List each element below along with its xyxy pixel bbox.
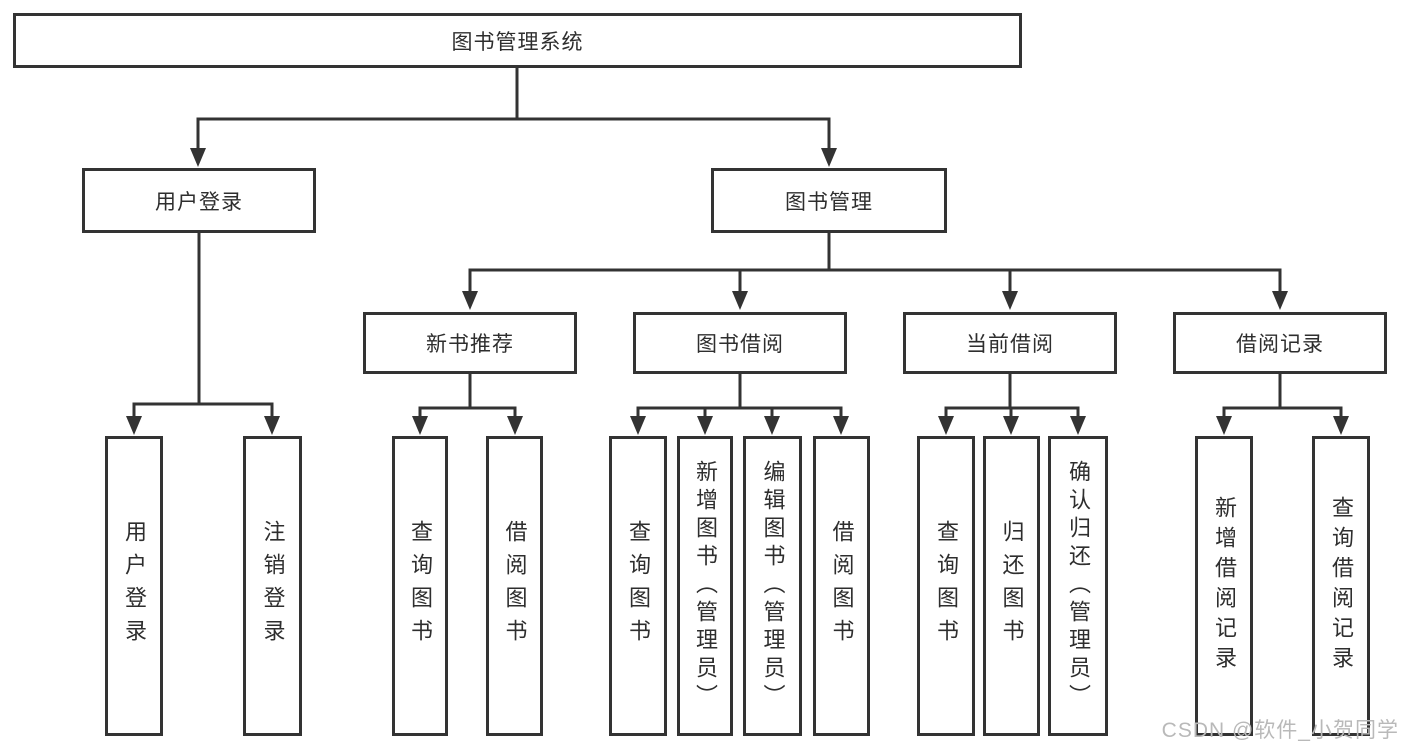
leaf-user-login: 用户登录: [105, 436, 163, 736]
leaf-label: 编辑图书（管理员）: [760, 460, 786, 712]
leaf-query-books-recommend: 查询图书: [392, 436, 448, 736]
leaf-edit-books-admin: 编辑图书（管理员）: [743, 436, 802, 736]
leaf-label: 确认归还（管理员）: [1066, 460, 1091, 712]
leaf-label: 新增借阅记录: [1212, 496, 1237, 676]
node-borrow-record: 借阅记录: [1173, 312, 1387, 374]
node-new-book-recommend: 新书推荐: [363, 312, 577, 374]
leaf-label: 注销登录: [260, 520, 286, 652]
leaf-label: 借阅图书: [829, 520, 855, 652]
leaf-label: 用户登录: [122, 520, 147, 652]
node-current-borrow: 当前借阅: [903, 312, 1117, 374]
leaf-logout: 注销登录: [243, 436, 302, 736]
leaf-label: 归还图书: [999, 520, 1025, 652]
leaf-borrow-books-recommend: 借阅图书: [486, 436, 543, 736]
leaf-label: 查询图书: [626, 520, 651, 652]
arrowheads: [126, 148, 1349, 435]
leaf-borrow-books: 借阅图书: [813, 436, 870, 736]
leaf-label: 新增图书（管理员）: [693, 460, 718, 712]
node-book-borrow: 图书借阅: [633, 312, 847, 374]
leaf-label: 查询图书: [408, 520, 433, 652]
leaf-label: 查询图书: [934, 520, 959, 652]
leaf-query-books: 查询图书: [609, 436, 667, 736]
csdn-watermark: CSDN @软件_小贺同学: [1161, 719, 1399, 742]
node-book-management: 图书管理: [711, 168, 947, 233]
leaf-add-books-admin: 新增图书（管理员）: [677, 436, 733, 736]
node-user-login: 用户登录: [82, 168, 316, 233]
leaf-query-borrow-record: 查询借阅记录: [1312, 436, 1370, 736]
node-library-management-system: 图书管理系统: [13, 13, 1022, 68]
leaf-add-borrow-record: 新增借阅记录: [1195, 436, 1253, 736]
leaf-return-books: 归还图书: [983, 436, 1040, 736]
leaf-query-books-current: 查询图书: [917, 436, 975, 736]
leaf-label: 查询借阅记录: [1329, 496, 1354, 676]
leaf-confirm-return-admin: 确认归还（管理员）: [1048, 436, 1108, 736]
leaf-label: 借阅图书: [502, 520, 528, 652]
